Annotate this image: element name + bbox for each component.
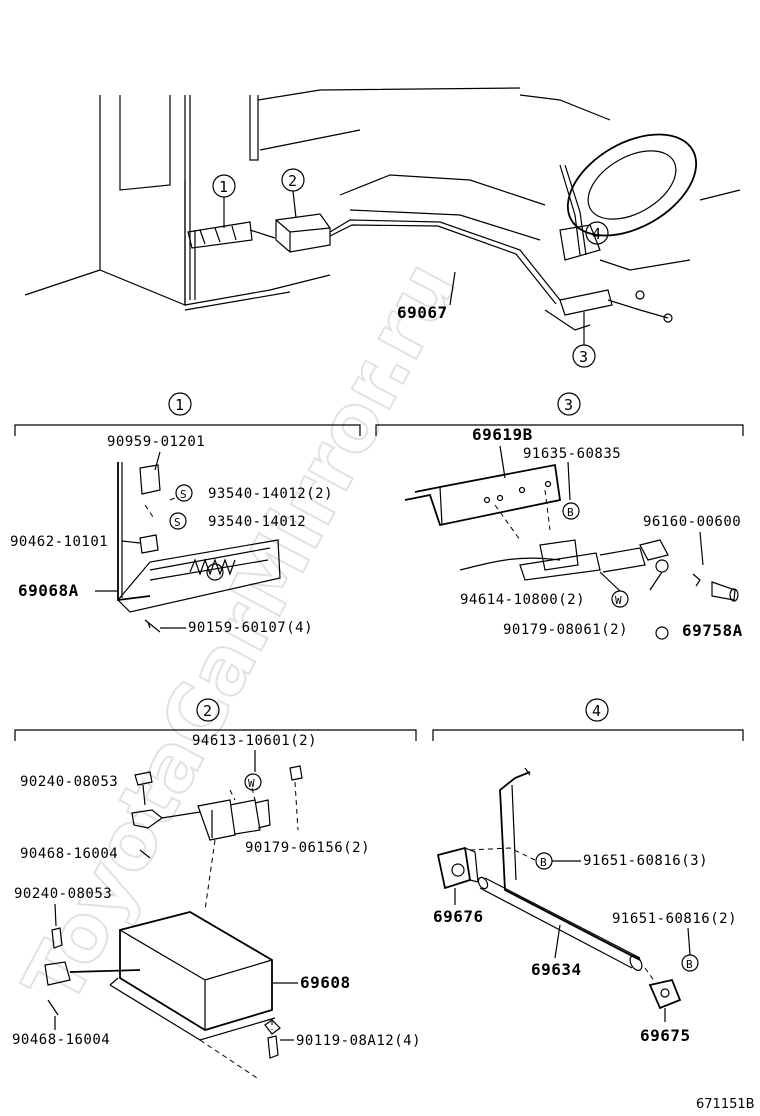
section-2-number: 2 — [203, 702, 212, 720]
s-mark-1: S — [180, 488, 187, 501]
w-mark-2: W — [248, 777, 255, 790]
part-90179-06156-2: 90179-06156(2) — [245, 840, 370, 856]
section-3-number: 3 — [564, 396, 573, 414]
part-94614-10800-2: 94614-10800(2) — [460, 592, 585, 608]
overview-illustration: 1 2 4 3 69067 — [24, 87, 741, 368]
section-4: 4 B 91651-60816(3) 69676 91651-60816(2) … — [432, 698, 744, 1045]
part-96160-00600: 96160-00600 — [643, 514, 741, 530]
b-mark-4a: B — [540, 856, 547, 869]
part-91635-60835: 91635-60835 — [523, 446, 621, 462]
callout-4-label: 4 — [592, 225, 601, 243]
part-69068A: 69068A — [18, 581, 79, 600]
part-90240-08053-bottom: 90240-08053 — [14, 886, 112, 902]
b-mark-4b: B — [686, 958, 693, 971]
w-mark-3: W — [615, 594, 622, 607]
part-91651-60816-3: 91651-60816(3) — [583, 853, 708, 869]
section-2: 2 94613-10601(2) W 90240-08053 90179-061… — [12, 698, 421, 1081]
part-90959-01201: 90959-01201 — [107, 434, 205, 450]
part-90159-60107-4: 90159-60107(4) — [188, 620, 313, 636]
callout-1-label: 1 — [219, 178, 228, 196]
part-90468-16004-top: 90468-16004 — [20, 846, 118, 862]
part-69608: 69608 — [300, 973, 351, 992]
part-69676: 69676 — [433, 907, 484, 926]
section-3: 3 69619B 91635-60835 B 96160-00600 94614… — [375, 392, 744, 640]
part-90462-10101: 90462-10101 — [10, 534, 108, 550]
part-93540-14012-2: 93540-14012(2) — [208, 486, 333, 502]
part-69675: 69675 — [640, 1026, 691, 1045]
part-90468-16004-bottom: 90468-16004 — [12, 1032, 110, 1048]
part-91651-60816-2: 91651-60816(2) — [612, 911, 737, 927]
part-90119-08A12-4: 90119-08A12(4) — [296, 1033, 421, 1049]
b-mark-3: B — [567, 506, 574, 519]
callout-3-label: 3 — [579, 348, 588, 366]
part-69634: 69634 — [531, 960, 582, 979]
section-4-number: 4 — [592, 702, 601, 720]
part-69758A: 69758A — [682, 621, 743, 640]
callout-2-label: 2 — [288, 172, 297, 190]
part-90179-08061-2: 90179-08061(2) — [503, 622, 628, 638]
label-69067: 69067 — [397, 303, 448, 322]
section-1-number: 1 — [175, 396, 184, 414]
part-94613-10601-2: 94613-10601(2) — [192, 733, 317, 749]
part-69619B: 69619B — [472, 425, 533, 444]
diagram-reference: 671151B — [696, 1097, 755, 1112]
s-mark-2: S — [174, 516, 181, 529]
part-93540-14012: 93540-14012 — [208, 514, 306, 530]
section-1: 1 90959-01201 S 93540-14012(2) S 93540-1… — [10, 392, 361, 636]
part-90240-08053-top: 90240-08053 — [20, 774, 118, 790]
